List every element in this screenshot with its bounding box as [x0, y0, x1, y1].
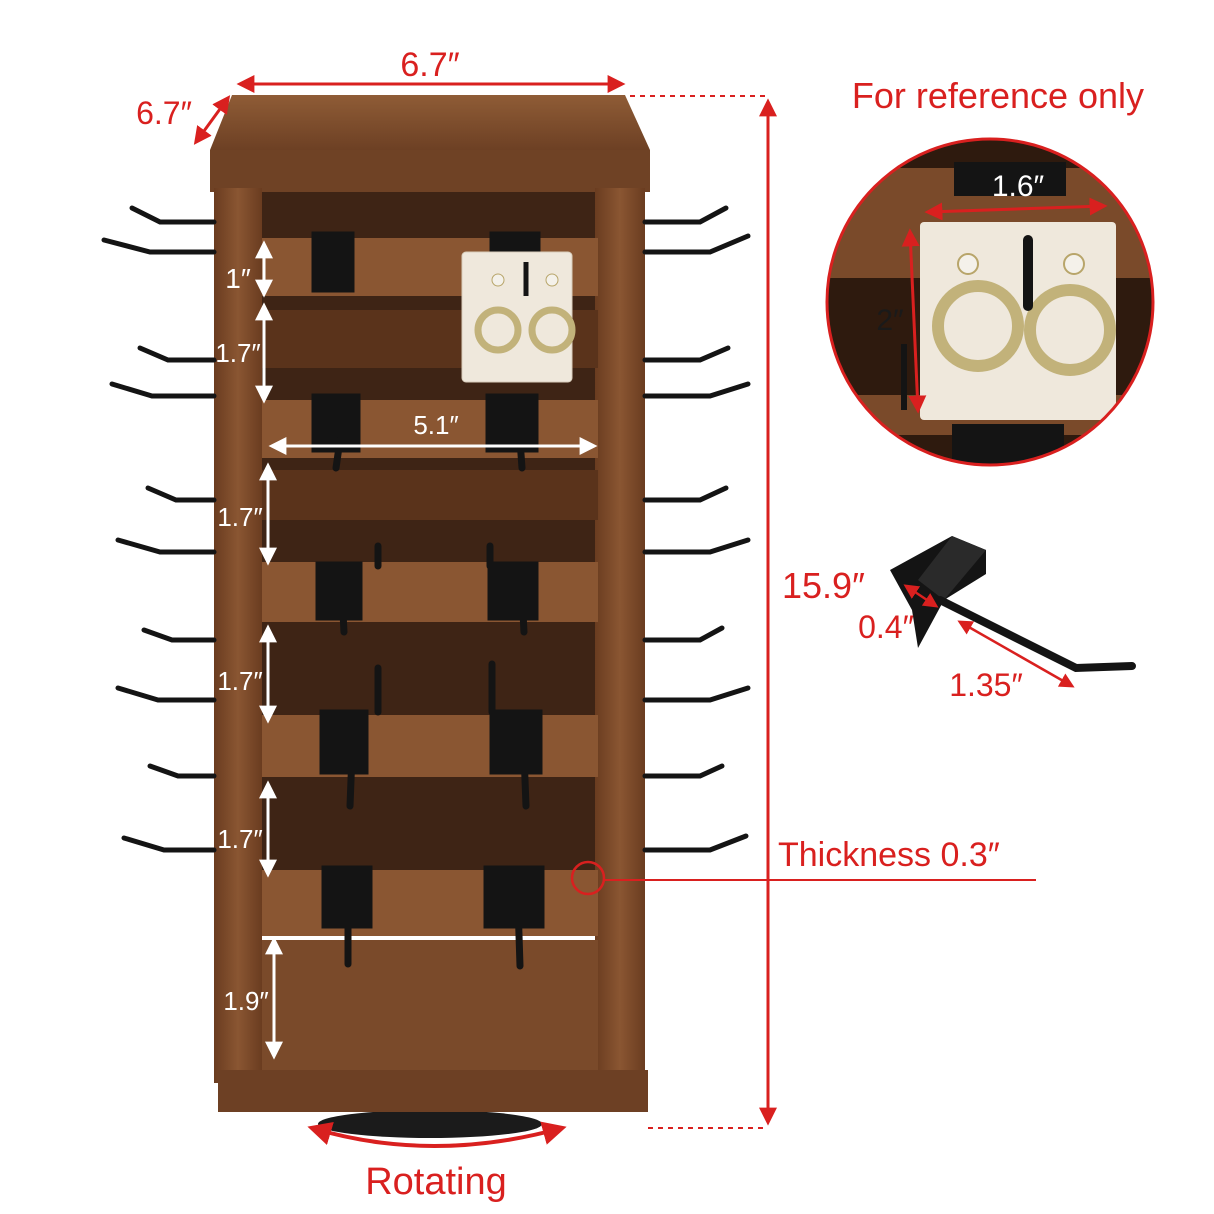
hook-detail: 0.4″ 1.35″	[858, 536, 1136, 703]
bottom-base	[218, 1070, 648, 1112]
reference-note: For reference only	[852, 75, 1144, 116]
main-dimensions: 6.7″ 6.7″ 15.9″ 1″ 1.7″ 1.7″ 1.7″ 1.7″ 1…	[136, 46, 1036, 1203]
gap-label-3: 1.7″	[217, 502, 262, 532]
gap-arrows	[255, 240, 598, 1060]
thickness-label: Thickness 0.3″	[778, 836, 1000, 874]
gap-label-6: 1.9″	[223, 986, 268, 1016]
side-prongs-right	[642, 205, 751, 853]
card-width-arrow	[924, 197, 1108, 221]
top-block-front	[210, 150, 650, 192]
thickness-marker	[570, 860, 606, 896]
hook-depth-label: 0.4″	[858, 609, 914, 645]
rotating-label: Rotating	[365, 1161, 507, 1203]
left-post	[214, 188, 262, 1083]
rotate-icon	[307, 1121, 567, 1148]
card-width-label: 1.6″	[992, 170, 1045, 203]
gap-label-2: 1.7″	[215, 338, 260, 368]
hook-length-label: 1.35″	[949, 667, 1023, 703]
width-label: 6.7″	[400, 46, 459, 84]
gap-label-5: 1.7″	[217, 824, 262, 854]
gap-label-4: 1.7″	[217, 666, 262, 696]
top-block-face	[210, 95, 650, 150]
height-label: 15.9″	[782, 565, 865, 606]
card-height-label: 2″	[876, 304, 904, 337]
side-prongs-left	[101, 205, 217, 853]
hook-length-arrow	[957, 620, 1075, 688]
slat-width-label: 5.1″	[413, 410, 458, 440]
depth-arrow	[193, 95, 231, 145]
rotating-base	[318, 1110, 542, 1138]
depth-label: 6.7″	[136, 95, 192, 131]
card-height-arrow	[901, 228, 927, 414]
display-stand	[101, 95, 751, 1138]
slat-hooks	[311, 231, 545, 970]
right-post	[595, 188, 645, 1083]
hook-depth-arrow	[903, 584, 939, 608]
earring-card	[461, 251, 576, 383]
gap-label-1: 1″	[225, 263, 251, 294]
reference-detail: For reference only 1.6″ 2″	[825, 75, 1155, 467]
